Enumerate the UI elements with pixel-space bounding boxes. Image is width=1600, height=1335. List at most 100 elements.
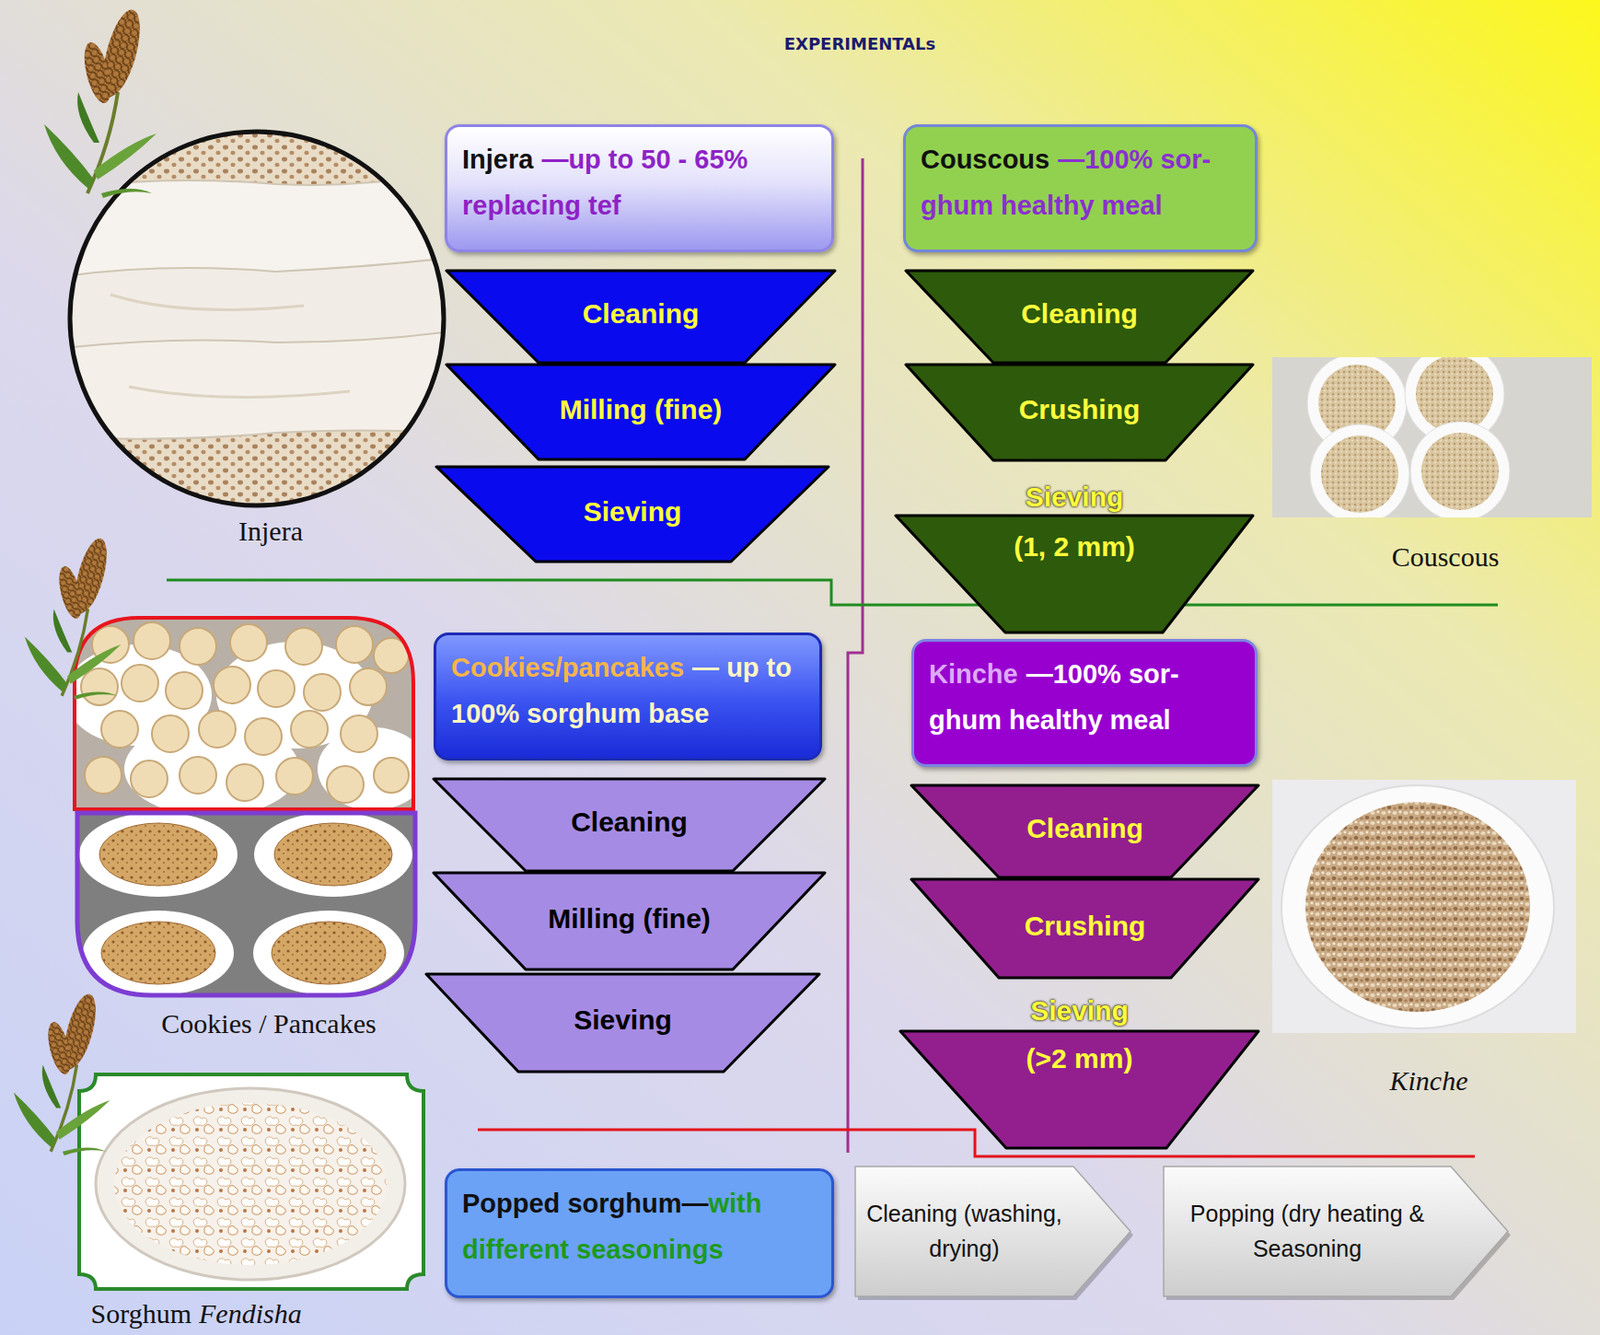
text-block: Popping (dry heating & Seasoning bbox=[1163, 1166, 1451, 1297]
text-block: Cleaning bbox=[446, 270, 835, 363]
sorghum-plant bbox=[13, 990, 111, 1156]
arrow-shape bbox=[1163, 1166, 1508, 1297]
funnel-outline bbox=[911, 879, 1259, 978]
photo-frame bbox=[79, 1074, 424, 1289]
injera-fold bbox=[128, 386, 350, 397]
box-heading: Popped sorghum— bbox=[462, 1188, 708, 1218]
box-heading: Couscous bbox=[920, 144, 1050, 174]
photo-caption: Sorghum bbox=[91, 1298, 192, 1329]
funnel-outline bbox=[446, 364, 835, 460]
divider-line bbox=[847, 158, 863, 1153]
step-label: Milling (fine) bbox=[547, 902, 711, 936]
kinche-grain bbox=[1305, 801, 1531, 1012]
text-block: Milling (fine) bbox=[433, 872, 825, 970]
funnel-outline bbox=[436, 466, 829, 562]
step-label: Cleaning (washing, drying) bbox=[862, 1196, 1067, 1266]
text-block: Milling (fine) bbox=[446, 364, 835, 460]
sorghum-plant bbox=[44, 5, 157, 198]
photo-ground bbox=[74, 617, 414, 810]
pancake bbox=[99, 823, 218, 886]
process-arrow: Popping (dry heating & Seasoning bbox=[1163, 1166, 1508, 1297]
process-funnel: Sieving bbox=[436, 466, 829, 562]
box-heading: Cookies/pancakes bbox=[451, 652, 685, 683]
injera-sheet bbox=[64, 331, 452, 440]
diagram-title: EXPERIMENTALs bbox=[784, 34, 937, 55]
text-block: Cleaning bbox=[911, 785, 1259, 878]
box-heading: Kinche bbox=[928, 659, 1019, 689]
text-block: Sieving (>2 mm) bbox=[900, 994, 1259, 1148]
sorghum-plant bbox=[24, 534, 122, 700]
step-heading: Sieving bbox=[1030, 994, 1129, 1028]
photo-ground bbox=[77, 812, 416, 996]
heading-box: Popped sorghum—with different seasonings bbox=[444, 1168, 835, 1299]
process-funnel: Crushing bbox=[905, 364, 1253, 461]
step-label: Cleaning bbox=[1026, 811, 1144, 846]
text-block: Injera—up to 50 - 65% replacing tef bbox=[462, 137, 817, 230]
process-funnel: Sieving (1, 2 mm) bbox=[895, 480, 1253, 633]
couscous-grain bbox=[1415, 357, 1494, 433]
popped-sorghum bbox=[114, 1102, 387, 1265]
step-label: Popping (dry heating & Seasoning bbox=[1190, 1196, 1426, 1266]
text-block: Crushing bbox=[911, 879, 1259, 978]
heading-box: Kinche—100% sor- ghum healthy meal bbox=[911, 638, 1258, 767]
photo-caption: Fendisha bbox=[198, 1298, 302, 1329]
pancake bbox=[101, 921, 216, 985]
heading-box: Couscous—100% sor- ghum healthy meal bbox=[903, 124, 1258, 253]
plate bbox=[1281, 785, 1554, 1029]
fendisha-photo bbox=[79, 1074, 424, 1289]
funnel-outline bbox=[426, 973, 820, 1072]
couscous-photo bbox=[1272, 344, 1592, 524]
photo-frame bbox=[77, 812, 416, 996]
text-block: Couscous—100% sor- ghum healthy meal bbox=[920, 137, 1241, 230]
step-label: Milling (fine) bbox=[559, 393, 723, 427]
text-block: Crushing bbox=[905, 364, 1253, 461]
text-block: Sieving (1, 2 mm) bbox=[895, 480, 1253, 633]
divider-line bbox=[477, 1129, 1475, 1157]
text-block: Popped sorghum—with different seasonings bbox=[462, 1181, 817, 1274]
photo-caption: Cookies / Pancakes bbox=[161, 1008, 376, 1039]
photo-caption: Kinche bbox=[1390, 1065, 1469, 1096]
heading-box: Cookies/pancakes— up to 100% sorghum bas… bbox=[433, 632, 823, 761]
photo-caption: Injera bbox=[238, 515, 303, 546]
pancakes-photo bbox=[77, 811, 416, 996]
step-label: (>2 mm) bbox=[1026, 1042, 1134, 1076]
injera-fold bbox=[110, 294, 304, 310]
process-funnel: Milling (fine) bbox=[446, 364, 835, 460]
funnel-outline bbox=[895, 515, 1253, 633]
funnel-outline bbox=[905, 270, 1253, 363]
plate bbox=[79, 811, 238, 897]
plate bbox=[1310, 424, 1410, 518]
process-arrow: Cleaning (washing, drying) bbox=[855, 1166, 1131, 1297]
step-label: Cleaning bbox=[570, 805, 688, 839]
step-heading: Sieving bbox=[1025, 480, 1125, 514]
text-block: Sieving bbox=[426, 973, 820, 1072]
photo-frame bbox=[74, 617, 414, 810]
bowl bbox=[95, 1088, 406, 1280]
step-label: (1, 2 mm) bbox=[1013, 530, 1136, 564]
pancake bbox=[274, 823, 393, 886]
arrow-outline bbox=[1163, 1166, 1508, 1297]
process-funnel: Milling (fine) bbox=[433, 872, 825, 970]
plate bbox=[1410, 421, 1510, 518]
injera-photo bbox=[64, 128, 452, 516]
text-block: Cleaning bbox=[433, 778, 825, 871]
step-label: Cleaning bbox=[582, 297, 700, 331]
photo-caption: Couscous bbox=[1391, 541, 1500, 572]
process-funnel: Cleaning bbox=[905, 270, 1253, 363]
step-label: Crushing bbox=[1024, 909, 1147, 943]
text-block: Cleaning bbox=[905, 270, 1253, 363]
step-label: Sieving bbox=[573, 1003, 673, 1037]
box-heading: Injera bbox=[462, 144, 534, 174]
process-funnel: Cleaning bbox=[911, 785, 1259, 878]
funnel-outline bbox=[905, 364, 1253, 461]
plate bbox=[254, 811, 413, 897]
heading-box: Injera—up to 50 - 65% replacing tef bbox=[444, 124, 835, 253]
divider-line bbox=[166, 579, 1498, 605]
step-label: Cleaning bbox=[1020, 297, 1138, 331]
couscous-grain bbox=[1421, 432, 1499, 511]
process-funnel: Sieving (>2 mm) bbox=[900, 994, 1259, 1148]
process-funnel: Cleaning bbox=[446, 270, 835, 363]
